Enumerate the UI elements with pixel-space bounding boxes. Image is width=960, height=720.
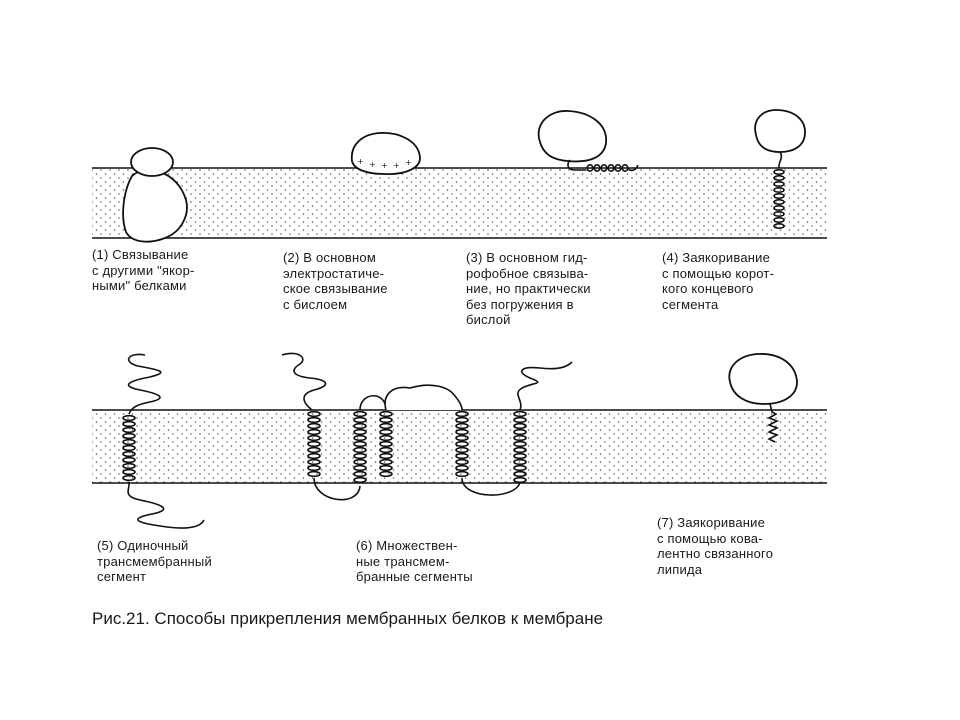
caption-1: (1) Связывание с другими "якор- ными" бе… [92,247,195,294]
caption-line: ское связывание [283,281,388,296]
caption-line: кого концевого [662,281,754,296]
helix-coil [122,414,136,482]
caption-line: с помощью корот- [662,265,775,281]
caption-line: сегмента [662,296,719,312]
caption-line: (5) Одиночный [97,538,189,553]
bound-protein [130,147,174,177]
caption-line: бислой [466,312,511,327]
protein-1-anchor-bound [122,147,188,243]
helix-coil-a [307,410,321,478]
caption-7: (7) Заякоривание с помощью кова- лентно … [657,515,773,577]
protein-4-short-segment [754,109,806,230]
intracellular-tail [127,481,205,529]
bottom-loop-ab [313,477,361,501]
helix-coil-d [455,410,469,478]
helix-coil-c [379,410,393,478]
lipid-chain [767,403,779,443]
extracellular-loop [127,353,162,415]
caption-line: (7) Заякоривание [657,515,766,530]
caption-line: (2) В основном [283,250,376,265]
charge-signs: + + + + + [357,157,412,170]
helix-coil-b [353,410,367,484]
caption-line: ными" белками [92,278,187,293]
protein-5-single-tm [122,353,205,529]
membrane-top [92,167,827,239]
c-terminal-loop [517,361,573,411]
charge-sign: + [357,157,364,166]
caption-line: (1) Связывание [92,247,189,262]
protein-6-multi-tm [281,352,573,501]
helix-coil [773,169,785,230]
charge-sign: + [369,160,376,169]
caption-line: сегмент [97,569,147,584]
caption-line: лентно связанного [657,546,774,561]
caption-3: (3) В основном гид- рофобное связыва- ни… [466,250,591,328]
protein-3-hydrophobic [537,110,639,173]
caption-line: бранные сегменты [356,569,473,584]
caption-2: (2) В основном электростатиче- ское связ… [283,250,388,312]
charge-sign: + [393,161,400,170]
helix-coil-e [513,410,527,484]
charge-sign: + [405,158,412,167]
protein-2-electrostatic: + + + + + [350,132,421,175]
hydrophobic-tail [567,159,586,171]
protein-7-lipid-anchor [728,353,798,443]
caption-line: ние, но практически [466,281,591,296]
caption-line: с другими "якор- [92,262,195,278]
top-loop-bc [359,395,387,411]
caption-line: (3) В основном гид- [466,250,588,265]
caption-line: с бислоем [283,296,348,312]
caption-line: ные трансмем- [356,553,450,569]
caption-line: без погружения в [466,296,574,312]
caption-line: рофобное связыва- [466,265,589,281]
caption-line: трансмембранный [97,553,212,569]
surface-loops [586,164,639,173]
extracellular-domain [384,384,463,411]
caption-line: липида [657,561,703,577]
caption-6: (6) Множествен- ные трансмем- бранные се… [356,538,473,585]
caption-line: с помощью кова- [657,530,763,546]
n-terminal-loop [281,352,327,411]
bottom-loop-de [461,477,521,496]
caption-4: (4) Заякоривание с помощью корот- кого к… [662,250,774,312]
caption-line: (6) Множествен- [356,538,458,553]
caption-line: (4) Заякоривание [662,250,771,265]
charge-sign: + [381,161,388,170]
figure-caption: Рис.21. Способы прикрепления мембранных … [92,609,604,628]
caption-5: (5) Одиночный трансмембранный сегмент [97,538,212,585]
caption-line: электростатиче- [283,265,385,281]
